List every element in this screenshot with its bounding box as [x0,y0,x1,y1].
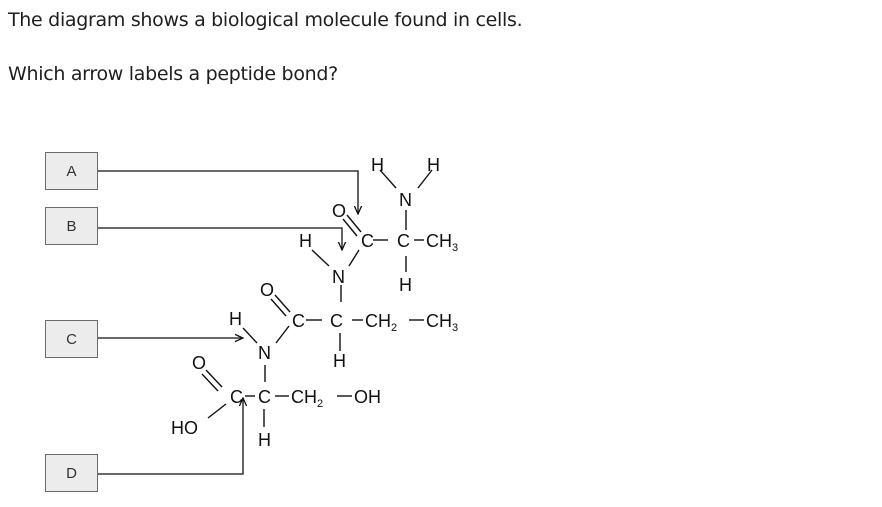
option-d-box[interactable]: D [45,454,98,492]
group-ch3: CH3 [426,311,458,334]
bond-lines [201,169,433,427]
arrow-a [98,170,358,214]
group-oh: OH [354,387,381,407]
option-b-box[interactable]: B [45,207,98,245]
atom-o: O [192,353,206,373]
option-d-label: D [66,464,77,482]
group-ho: HO [171,418,198,438]
group-ch3: CH3 [426,231,458,254]
atom-c: C [258,387,271,407]
question-stem: The diagram shows a biological molecule … [8,9,523,31]
atom-h: H [258,430,271,450]
group-ch2: CH2 [291,387,323,410]
atom-h: H [229,309,242,329]
atom-h: H [427,155,440,175]
option-c-label: C [66,330,77,348]
atom-o: O [332,201,346,221]
option-c-box[interactable]: C [45,320,98,358]
option-b-label: B [66,217,77,235]
atom-h: H [299,231,312,251]
atom-n: N [258,343,271,363]
atom-c: C [361,231,374,251]
atom-h: H [333,351,346,371]
atom-c: C [230,387,243,407]
option-a-label: A [66,162,77,180]
question-prompt: Which arrow labels a peptide bond? [8,63,338,85]
option-a-box[interactable]: A [45,152,98,190]
atom-h: H [371,155,384,175]
atom-n: N [332,267,345,287]
atom-n: N [399,190,412,210]
group-ch2: CH2 [365,311,397,334]
atom-o: O [260,280,274,300]
arrow-d [98,398,243,475]
atom-c: C [397,231,410,251]
atom-labels: H H N O C C CH3 H H N O C C CH2 CH3 H H … [171,155,458,450]
atom-c: C [292,311,305,331]
atom-c: C [330,311,343,331]
atom-h: H [399,275,412,295]
arrow-b [98,227,342,250]
